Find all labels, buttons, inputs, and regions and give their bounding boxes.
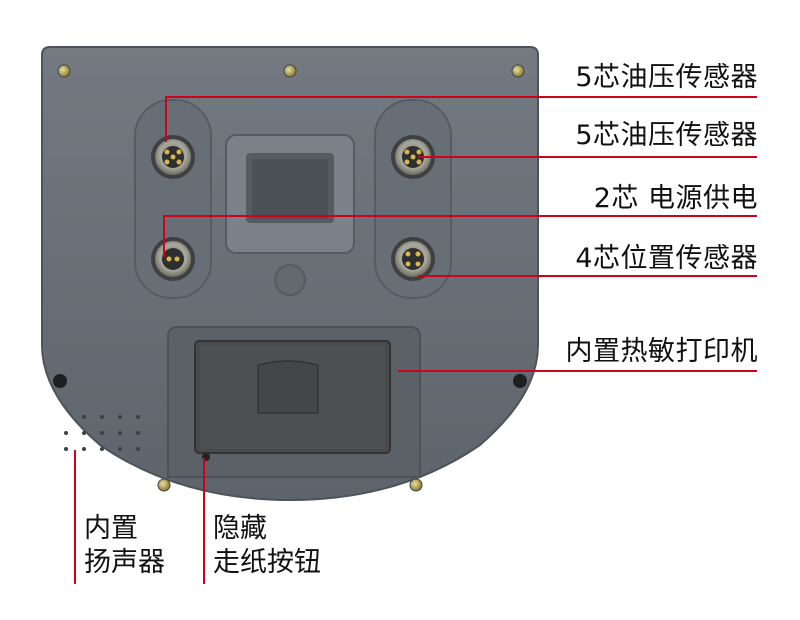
leader-line-position-sensor [418,275,757,277]
label-power: 2芯 电源供电 [593,183,758,214]
label-paper-feed-line1: 隐藏 [213,513,267,544]
label-oil-sensor-1: 5芯油压传感器 [575,62,758,93]
leader-line-printer [398,370,757,372]
leader-line-oil-sensor-1 [165,96,757,98]
leader-line-paper-feed [203,458,205,584]
label-speaker-line1: 内置 [84,513,138,544]
label-paper-feed: 隐藏 走纸按钮 [213,512,321,580]
label-speaker: 内置 扬声器 [84,512,165,580]
label-paper-feed-line2: 走纸按钮 [213,547,321,578]
label-position-sensor: 4芯位置传感器 [575,243,758,274]
leader-line-speaker [74,450,76,584]
label-speaker-line2: 扬声器 [84,547,165,578]
leader-line-power [163,215,757,217]
leader-line-oil-sensor-2 [418,156,757,158]
device-back-panel [40,45,540,505]
label-oil-sensor-2: 5芯油压传感器 [575,120,758,151]
leader-drop-power [163,215,165,257]
label-printer: 内置热敏打印机 [565,336,758,367]
leader-drop-oil-sensor-1 [165,96,167,142]
